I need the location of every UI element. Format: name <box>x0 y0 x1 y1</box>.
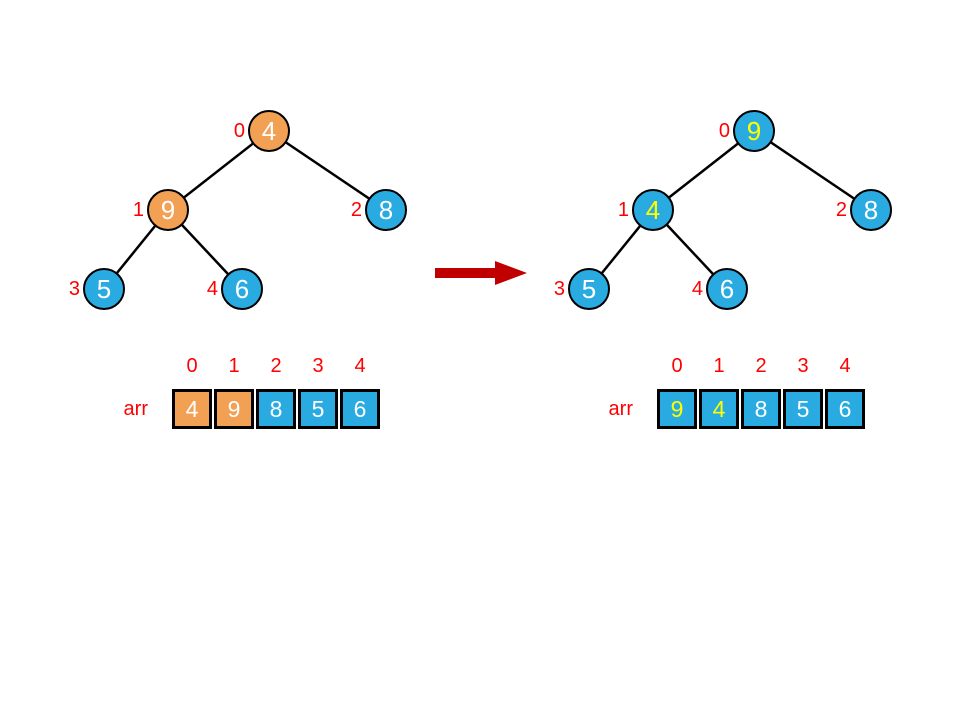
right-node-index-4: 4 <box>691 278 703 300</box>
right-tree-node-3: 5 <box>568 268 610 310</box>
right-array-index-row: 0 1 2 3 4 <box>657 355 867 378</box>
array-index: 4 <box>839 355 851 377</box>
left-node-index-1: 1 <box>132 199 144 221</box>
array-cell: 8 <box>256 389 296 429</box>
right-array-label: arr <box>608 398 633 420</box>
right-array-cells: 9 4 8 5 6 <box>657 389 867 429</box>
left-tree-node-2: 8 <box>365 189 407 231</box>
left-array-label: arr <box>123 398 148 420</box>
right-node-index-3: 3 <box>553 278 565 300</box>
left-tree-node-1: 9 <box>147 189 189 231</box>
array-cell: 5 <box>298 389 338 429</box>
right-tree-node-2: 8 <box>850 189 892 231</box>
left-node-index-3: 3 <box>68 278 80 300</box>
node-value: 8 <box>863 195 879 225</box>
array-index: 0 <box>186 355 198 377</box>
array-index: 1 <box>713 355 725 377</box>
right-tree-node-1: 4 <box>632 189 674 231</box>
left-array-cells: 4 9 8 5 6 <box>172 389 382 429</box>
node-value: 4 <box>261 116 277 146</box>
array-cell: 4 <box>172 389 212 429</box>
node-value: 9 <box>746 116 762 146</box>
right-node-index-0: 0 <box>718 120 730 142</box>
node-value: 8 <box>378 195 394 225</box>
left-node-index-2: 2 <box>350 199 362 221</box>
right-node-index-1: 1 <box>617 199 629 221</box>
left-tree-node-0: 4 <box>248 110 290 152</box>
node-value: 5 <box>96 274 112 304</box>
array-cell: 9 <box>214 389 254 429</box>
edge-right-0-2 <box>753 129 872 212</box>
node-value: 6 <box>234 274 250 304</box>
array-cell: 9 <box>657 389 697 429</box>
array-index: 2 <box>270 355 282 377</box>
array-index: 0 <box>671 355 683 377</box>
array-index: 4 <box>354 355 366 377</box>
right-tree-node-0: 9 <box>733 110 775 152</box>
left-node-index-4: 4 <box>206 278 218 300</box>
array-cell: 6 <box>825 389 865 429</box>
node-value: 9 <box>160 195 176 225</box>
right-node-index-2: 2 <box>835 199 847 221</box>
array-index: 3 <box>312 355 324 377</box>
right-tree-node-4: 6 <box>706 268 748 310</box>
left-array-index-row: 0 1 2 3 4 <box>172 355 382 378</box>
left-tree-node-4: 6 <box>221 268 263 310</box>
left-node-index-0: 0 <box>233 120 245 142</box>
node-value: 6 <box>719 274 735 304</box>
array-cell: 4 <box>699 389 739 429</box>
array-index: 1 <box>228 355 240 377</box>
node-value: 4 <box>645 195 661 225</box>
array-index: 3 <box>797 355 809 377</box>
array-cell: 6 <box>340 389 380 429</box>
array-index: 2 <box>755 355 767 377</box>
left-tree-node-3: 5 <box>83 268 125 310</box>
edge-left-0-2 <box>268 129 387 212</box>
array-cell: 8 <box>741 389 781 429</box>
node-value: 5 <box>581 274 597 304</box>
right-arrow-icon <box>435 261 527 285</box>
array-cell: 5 <box>783 389 823 429</box>
